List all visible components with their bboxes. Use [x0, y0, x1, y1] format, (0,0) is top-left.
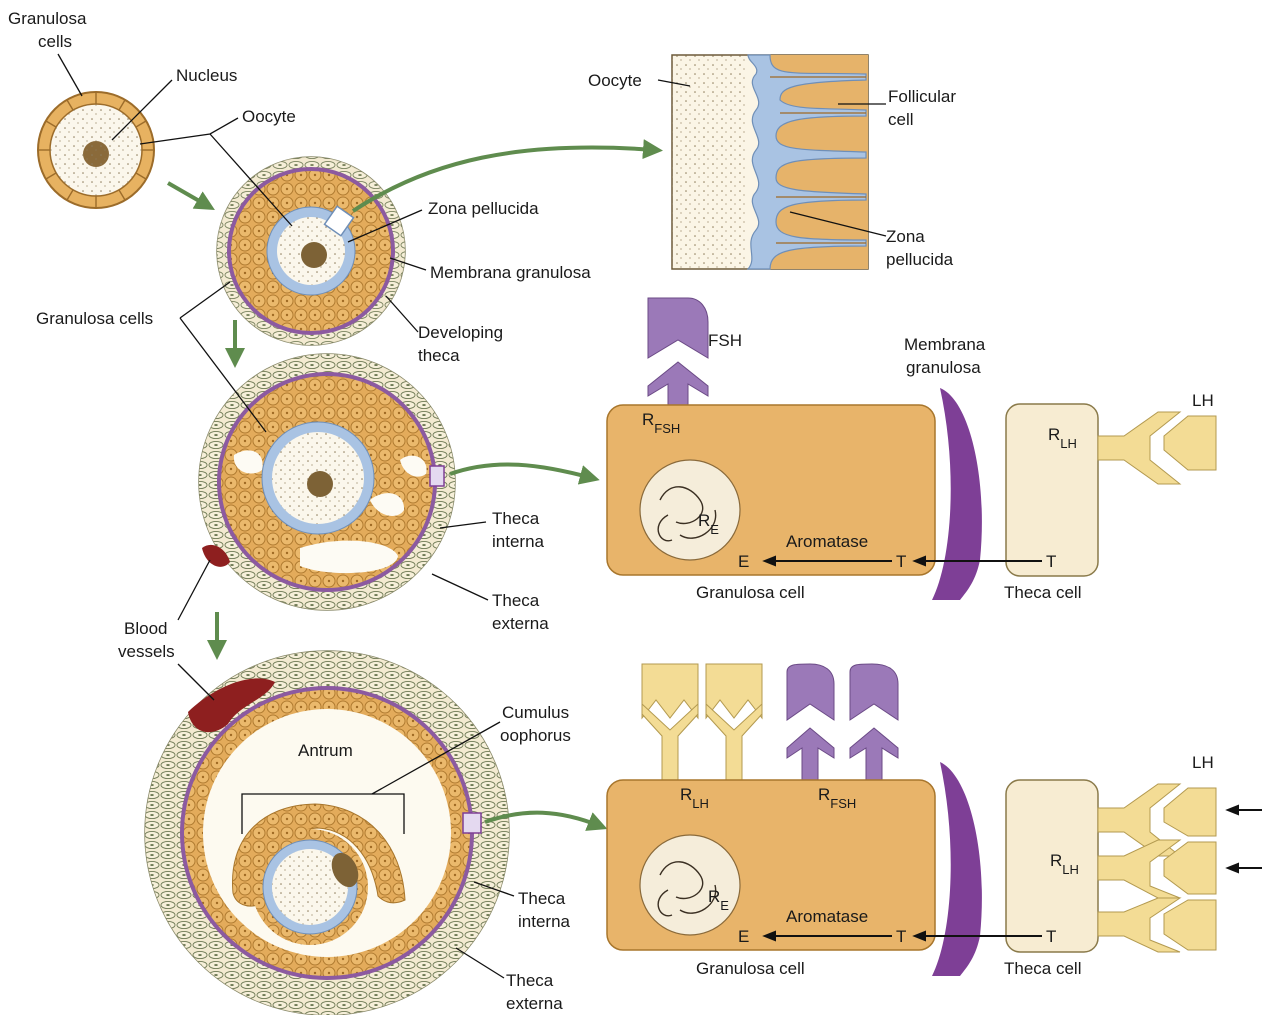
label-theca-cell-mid: Theca cell: [1004, 583, 1081, 602]
label-membrana-mid-1: Membrana: [904, 335, 986, 354]
fsh-receptor-bot-2: [850, 664, 898, 720]
label-lh-mid: LH: [1192, 391, 1214, 410]
antral-follicle: [145, 651, 509, 1015]
label-follicular-cell-2: cell: [888, 110, 914, 129]
label-t-granulosa-bot: T: [896, 927, 906, 946]
label-e-mid: E: [738, 552, 749, 571]
nucleus-bot: [640, 835, 740, 935]
zona-pellucida-inset: [672, 55, 868, 269]
lh-hormone-mid: [1164, 416, 1216, 470]
label-inset-zona-2: pellucida: [886, 250, 954, 269]
fsh-receptor-stem-mid: [648, 362, 708, 410]
lh-receptor-gran-2: [706, 664, 762, 718]
label-zona-pellucida: Zona pellucida: [428, 199, 539, 218]
lh-receptor-gran-1: [642, 664, 698, 718]
label-membrana-granulosa: Membrana granulosa: [430, 263, 591, 282]
fsh-receptor-bot-1: [787, 664, 834, 720]
label-granulosa-cells-top-1: Granulosa: [8, 9, 87, 28]
label-t-theca-mid: T: [1046, 552, 1056, 571]
label-inset-zona-1: Zona: [886, 227, 925, 246]
label-membrana-mid-2: granulosa: [906, 358, 981, 377]
label-follicular-cell-1: Follicular: [888, 87, 956, 106]
membrana-granulosa-bot: [932, 762, 982, 976]
label-nucleus: Nucleus: [176, 66, 237, 85]
primary-follicle: [217, 157, 405, 345]
label-granulosa-cell-mid: Granulosa cell: [696, 583, 805, 602]
label-theca-interna-bot-1: Theca: [518, 889, 566, 908]
label-blood-vessels-1: Blood: [124, 619, 167, 638]
label-oocyte: Oocyte: [242, 107, 296, 126]
label-t-granulosa-mid: T: [896, 552, 906, 571]
label-aromatase-mid: Aromatase: [786, 532, 868, 551]
label-e-bot: E: [738, 927, 749, 946]
label-inset-oocyte: Oocyte: [588, 71, 642, 90]
fsh-receptor-mid: [648, 298, 708, 358]
label-theca-interna-mid-2: interna: [492, 532, 545, 551]
label-developing-theca-1: Developing: [418, 323, 503, 342]
primordial-follicle: [38, 92, 154, 208]
label-theca-externa-mid-2: externa: [492, 614, 549, 633]
label-antrum: Antrum: [298, 741, 353, 760]
label-granulosa-cells-top-2: cells: [38, 32, 72, 51]
label-fsh-mid: FSH: [708, 331, 742, 350]
label-developing-theca-2: theca: [418, 346, 460, 365]
label-theca-cell-bot: Theca cell: [1004, 959, 1081, 978]
label-lh-bot: LH: [1192, 753, 1214, 772]
label-theca-externa-bot-2: externa: [506, 994, 563, 1013]
nucleus-mid: [640, 460, 740, 560]
bottom-hormone-panel: [607, 664, 1262, 976]
membrana-granulosa-mid: [932, 388, 982, 600]
label-theca-interna-mid-1: Theca: [492, 509, 540, 528]
label-theca-interna-bot-2: interna: [518, 912, 571, 931]
label-t-theca-bot: T: [1046, 927, 1056, 946]
arrow-to-mid-panel: [450, 464, 592, 478]
label-theca-externa-mid-1: Theca: [492, 591, 540, 610]
label-blood-vessels-2: vessels: [118, 642, 175, 661]
secondary-follicle: [199, 354, 455, 610]
label-aromatase-bot: Aromatase: [786, 907, 868, 926]
label-theca-externa-bot-1: Theca: [506, 971, 554, 990]
label-cumulus-oophorus-2: oophorus: [500, 726, 571, 745]
label-granulosa-cells-mid: Granulosa cells: [36, 309, 153, 328]
label-cumulus-oophorus-1: Cumulus: [502, 703, 569, 722]
label-granulosa-cell-bot: Granulosa cell: [696, 959, 805, 978]
